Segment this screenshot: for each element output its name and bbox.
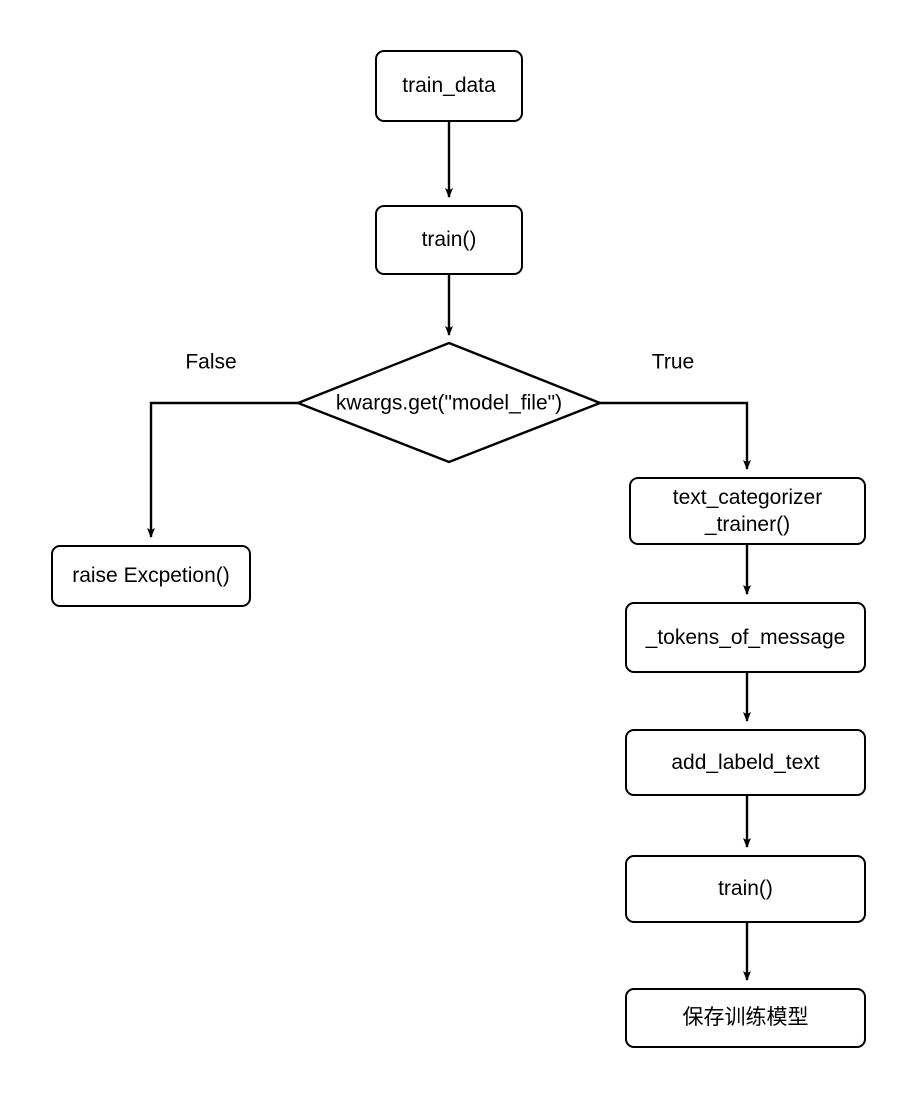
node-text-categorizer-trainer[interactable]: text_categorizer _trainer() [629, 477, 866, 545]
branch-label-false: False [185, 350, 237, 374]
node-train-data[interactable]: train_data [375, 50, 523, 122]
decision-diamond-shape[interactable] [294, 341, 604, 464]
decision-label: kwargs.get("model_file") [335, 391, 563, 415]
node-add-labeld-text[interactable]: add_labeld_text [625, 729, 866, 796]
node-train-bottom[interactable]: train() [625, 855, 866, 923]
node-save-model[interactable]: 保存训练模型 [625, 988, 866, 1048]
edge-decision-false-to-raise [147, 401, 298, 538]
edge-decision-true-to-text-categorizer [600, 401, 751, 470]
node-tokens-of-message[interactable]: _tokens_of_message [625, 602, 866, 673]
branch-label-true: True [651, 350, 695, 374]
node-train-top[interactable]: train() [375, 205, 523, 275]
node-raise-exception[interactable]: raise Excpetion() [51, 545, 251, 607]
